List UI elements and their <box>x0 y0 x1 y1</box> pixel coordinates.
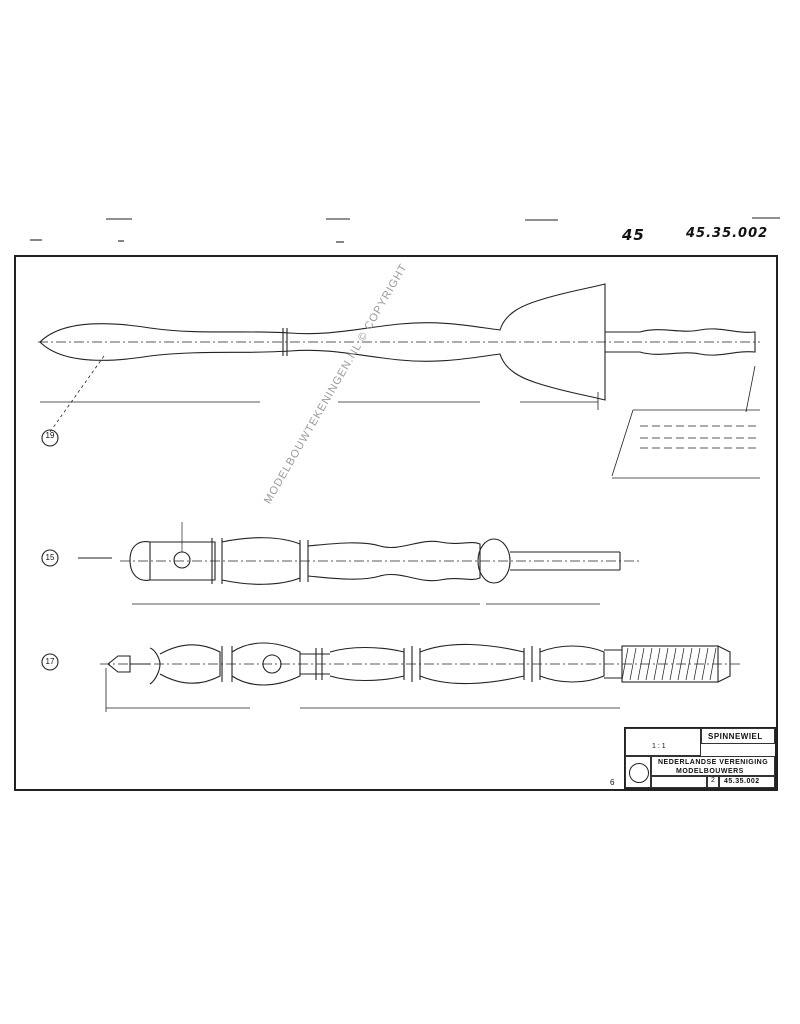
subject-title: SPINNEWIEL <box>701 728 775 744</box>
title-block: 1 : 1 SPINNEWIEL NEDERLANDSE VERENIGING … <box>624 727 776 789</box>
organisation-line-1: NEDERLANDSE VERENIGING <box>658 759 769 766</box>
sheet-number-cell: 2 <box>707 776 719 788</box>
title-block-notes: 1 : 1 <box>625 728 701 756</box>
sheet-number: 45 <box>622 226 645 244</box>
sheet-cell <box>651 776 707 788</box>
organisation-name: NEDERLANDSE VERENIGING MODELBOUWERS <box>651 756 775 776</box>
drawing-number-text: 45.35.002 <box>724 778 760 785</box>
part-callout-15: 15 <box>45 553 55 562</box>
drawing-number-handwritten: 45.35.002 <box>686 226 769 241</box>
subject-text: SPINNEWIEL <box>708 732 763 741</box>
organisation-line-2: MODELBOUWERS <box>676 768 744 775</box>
seal-logo <box>629 763 649 783</box>
organisation-logo <box>625 756 651 788</box>
part-callout-19: 19 <box>45 431 55 440</box>
scale-label: 1 : 1 <box>652 743 666 750</box>
sheet-number-text: 2 <box>711 777 715 784</box>
corner-mark: 6 <box>610 778 615 787</box>
drawing-frame <box>14 255 778 791</box>
part-callout-17: 17 <box>45 657 55 666</box>
drawing-number-cell: 45.35.002 <box>719 776 775 788</box>
